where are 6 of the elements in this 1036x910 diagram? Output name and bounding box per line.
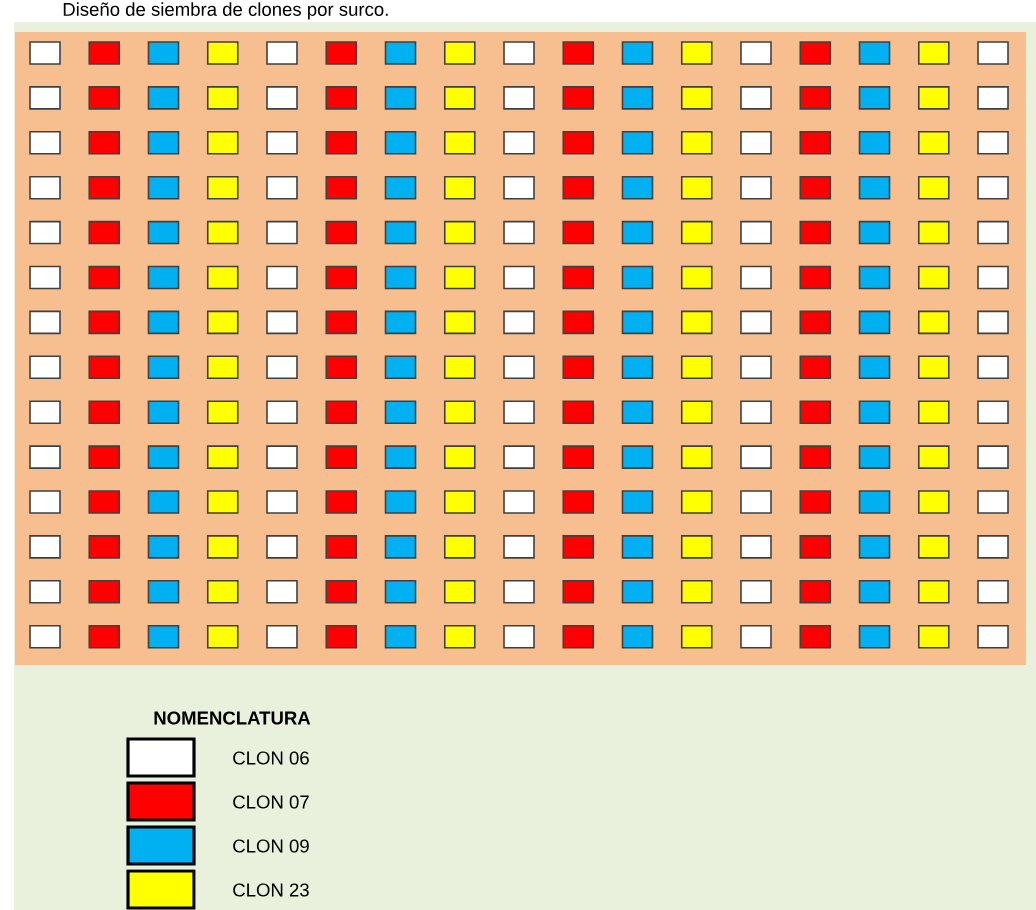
legend-heading: NOMENCLATURA (154, 711, 311, 725)
legend-label: CLON 23 (233, 883, 309, 897)
legend-label: CLON 06 (233, 751, 309, 765)
legend-label: CLON 07 (233, 795, 309, 809)
title: Diseño de siembra de clones por surco. (63, 2, 388, 20)
legend-label: CLON 09 (233, 839, 309, 853)
